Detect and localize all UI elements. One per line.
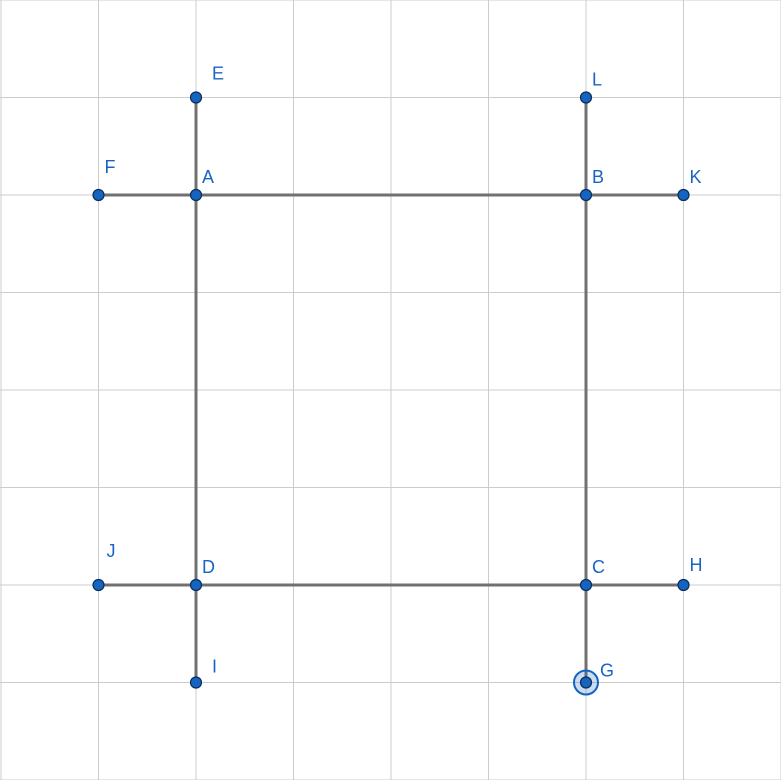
point-b[interactable]	[579, 188, 593, 202]
point-label-j: J	[107, 541, 116, 561]
point-k[interactable]	[677, 188, 690, 202]
point-marker[interactable]	[189, 578, 203, 592]
point-marker[interactable]	[677, 188, 690, 202]
point-marker[interactable]	[92, 578, 105, 592]
point-marker[interactable]	[189, 188, 203, 202]
point-marker[interactable]	[189, 91, 203, 104]
point-label-a: A	[202, 167, 214, 187]
point-label-c: C	[592, 557, 605, 577]
point-label-d: D	[202, 557, 215, 577]
point-e[interactable]	[189, 91, 203, 104]
point-marker[interactable]	[579, 676, 593, 689]
point-labels: A B C D E F G H I J K L	[105, 64, 703, 681]
point-label-h: H	[690, 555, 703, 575]
point-label-g: G	[600, 661, 614, 681]
point-d[interactable]	[189, 578, 203, 592]
point-marker[interactable]	[579, 91, 593, 104]
point-label-l: L	[592, 70, 602, 90]
point-a[interactable]	[189, 188, 203, 202]
point-marker[interactable]	[579, 578, 593, 592]
point-l[interactable]	[579, 91, 593, 104]
point-label-e: E	[212, 64, 224, 84]
point-marker[interactable]	[189, 676, 203, 689]
point-marker[interactable]	[92, 188, 105, 202]
point-label-i: I	[212, 657, 217, 677]
point-label-f: F	[105, 157, 116, 177]
point-f[interactable]	[92, 188, 105, 202]
point-i[interactable]	[189, 676, 203, 689]
point-label-k: K	[690, 167, 702, 187]
point-marker[interactable]	[677, 578, 690, 592]
point-label-b: B	[592, 167, 604, 187]
points	[92, 91, 690, 696]
point-c[interactable]	[579, 578, 593, 592]
point-marker[interactable]	[579, 188, 593, 202]
point-j[interactable]	[92, 578, 105, 592]
segments	[97, 96, 685, 684]
point-h[interactable]	[677, 578, 690, 592]
point-g[interactable]	[573, 669, 599, 696]
